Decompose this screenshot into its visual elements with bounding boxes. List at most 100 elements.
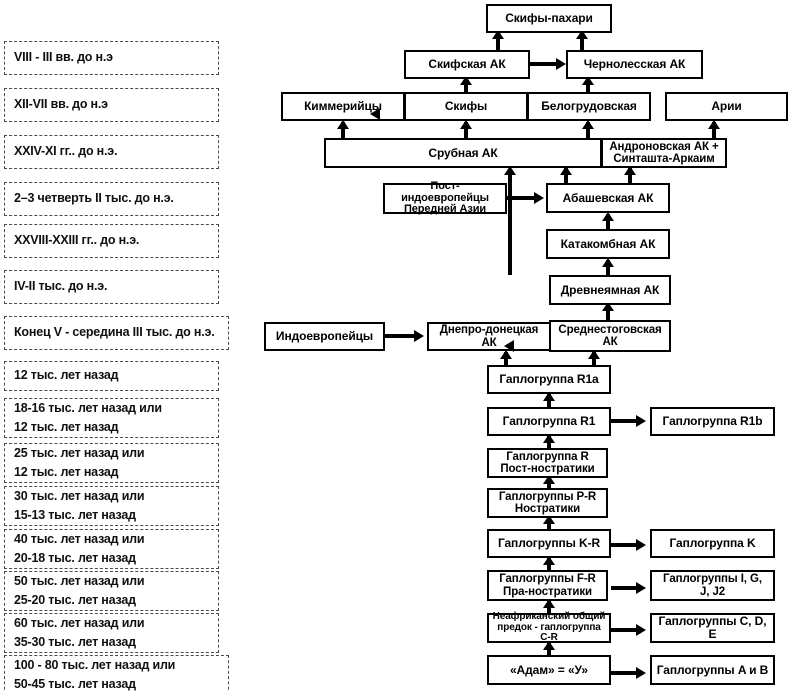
node-label: Гаплогруппа R1b [662, 414, 763, 429]
node-haplogroups-kr[interactable]: Гаплогруппы K-R [487, 529, 611, 558]
era-box-8: 12 тыс. лет назад [4, 361, 219, 391]
node-label-line2: J, J2 [699, 585, 726, 598]
node-haplogroups-a-b[interactable]: Гаплогруппы A и B [650, 655, 775, 685]
edge-indoevropeycy-to-dneprodonetskaya [385, 334, 417, 338]
node-katakombnaya-ak[interactable]: Катакомбная АК [546, 229, 670, 259]
edge-adam-to-ab [611, 671, 639, 675]
node-arii[interactable]: Арии [665, 92, 788, 121]
edge-drevneyamnaya-to-katakombnaya [606, 260, 610, 276]
era-line: 50-45 тыс. лет назад [14, 677, 136, 691]
era-line: VIII - III вв. до н.э [14, 50, 113, 65]
era-line: XXIV-XI гг.. до н.э. [14, 144, 118, 159]
era-box-1: VIII - III вв. до н.э [4, 41, 219, 75]
node-label: Абашевская АК [562, 190, 654, 205]
era-box-15: 100 - 80 тыс. лет назад или 50-45 тыс. л… [4, 655, 229, 692]
node-haplogroups-fr-pra-nostratics[interactable]: Гаплогруппы F-R Пра-ностратики [487, 570, 608, 601]
node-belogrudovskaya[interactable]: Белогрудовская [527, 92, 651, 121]
node-haplogroup-r1a[interactable]: Гаплогруппа R1a [487, 365, 611, 394]
node-label: Гаплогруппа R1a [499, 372, 599, 387]
arrowhead-up [543, 475, 555, 484]
node-label: Скифы [444, 99, 488, 114]
arrowhead-up [602, 302, 614, 311]
node-haplogroup-k[interactable]: Гаплогруппа K [650, 529, 775, 558]
node-label: Гаплогруппы K-R [497, 536, 601, 551]
edge-srednestogovskaya-to-drevneyamnaya [606, 304, 610, 322]
node-post-indoevropeycy[interactable]: Пост-индоевропейцы Передней Азии [383, 179, 507, 215]
arrowhead-up [543, 515, 555, 524]
node-skify[interactable]: Скифы [404, 92, 528, 121]
era-line: 25-20 тыс. лет назад [14, 593, 136, 607]
era-box-7: Конец V - середина III тыс. до н.э. [4, 316, 229, 350]
arrowhead-right [534, 192, 544, 204]
node-label: Гаплогруппы F-R [499, 573, 596, 586]
node-label-line2: Пра-ностратики [503, 585, 592, 598]
arrowhead-up [576, 30, 588, 39]
arrowhead-right [636, 624, 646, 636]
node-haplogroups-pr-nostratics[interactable]: Гаплогруппы P-R Ностратики [487, 488, 608, 518]
arrowhead-up [602, 258, 614, 267]
node-label: Неафриканский общий [492, 610, 606, 622]
node-label: Гаплогруппы C, D, E [658, 614, 767, 641]
arrowhead-up [492, 30, 504, 39]
node-kimmeriycy[interactable]: Киммерийцы [281, 92, 405, 121]
node-chernolesskaya-ak[interactable]: Чернолесская АК [566, 50, 703, 79]
arrowhead-right [556, 58, 566, 70]
node-abashevskaya-ak[interactable]: Абашевская АК [546, 183, 670, 213]
era-box-13: 50 тыс. лет назад или 25-20 тыс. лет наз… [4, 571, 219, 611]
edge-r1-to-r1b [611, 419, 639, 423]
edge-katakombnaya-to-abashevskaya [606, 214, 610, 230]
arrowhead-up [560, 166, 572, 175]
node-drevneyamnaya-ak[interactable]: Древнеямная АК [549, 275, 671, 305]
node-label: Гаплогруппы P-R [498, 490, 597, 503]
edge-kr-to-k [611, 543, 639, 547]
era-line: IV-II тыс. до н.э. [14, 279, 108, 294]
node-haplogroup-r1b[interactable]: Гаплогруппа R1b [650, 407, 775, 436]
arrowhead-left [504, 340, 514, 352]
node-label: Пост-индоевропейцы [401, 179, 489, 204]
arrowhead-right [636, 667, 646, 679]
node-dnepro-donetskaya-ak[interactable]: Днепро-донецкая АК [427, 322, 551, 351]
era-line: 2–3 четверть II тыс. до н.э. [14, 191, 174, 206]
arrowhead-left [370, 108, 380, 120]
arrowhead-up [708, 120, 720, 129]
era-line: 50 тыс. лет назад или [14, 573, 145, 588]
era-line: 35-30 тыс. лет назад [14, 635, 136, 649]
node-indoevropeycy[interactable]: Индоевропейцы [264, 322, 385, 351]
era-box-3: XXIV-XI гг.. до н.э. [4, 135, 219, 169]
node-haplogroups-i-g-j-j2[interactable]: Гаплогруппы I, G, J, J2 [650, 570, 775, 601]
node-label: Гаплогруппа R1 [502, 414, 596, 429]
edge-skifskaya-to-pahari [496, 32, 500, 50]
arrowhead-up [602, 212, 614, 221]
arrowhead-up [582, 120, 594, 129]
era-line: 100 - 80 тыс. лет назад или [14, 657, 176, 672]
arrowhead-up [543, 599, 555, 608]
node-skify-pahari[interactable]: Скифы-пахари [486, 4, 612, 33]
node-srubnaya-ak[interactable]: Срубная АК [324, 138, 602, 168]
era-box-2: XII-VII вв. до н.э [4, 88, 219, 122]
node-label: Скифы-пахари [505, 11, 593, 26]
arrowhead-up [582, 76, 594, 85]
node-haplogroup-r1[interactable]: Гаплогруппа R1 [487, 407, 611, 436]
node-haplogroups-c-d-e[interactable]: Гаплогруппы C, D, E [650, 613, 775, 643]
node-label: Древнеямная АК [560, 282, 660, 297]
node-label: Индоевропейцы [275, 329, 374, 344]
edge-abashevskaya-to-andronovskaya [628, 168, 632, 184]
edge-drevneyamnaya-to-srubnaya [508, 170, 512, 275]
edge-belogrudovskaya-to-chernolesskaya [586, 78, 590, 94]
edge-andronovskaya-to-arii [712, 122, 716, 138]
era-line: 15-13 тыс. лет назад [14, 508, 136, 522]
arrowhead-up [588, 350, 600, 359]
node-label: «Адам» = «У» [509, 662, 588, 677]
arrowhead-up [543, 641, 555, 650]
node-haplogroup-r-post-nostratics[interactable]: Гаплогруппа R Пост-ностратики [487, 448, 608, 478]
edge-fr-to-igjj2 [611, 586, 639, 590]
node-srednestogovskaya-ak[interactable]: Среднестоговская АК [549, 320, 671, 352]
node-label: Среднестоговская [558, 323, 662, 336]
node-adam-y[interactable]: «Адам» = «У» [487, 655, 611, 685]
edge-cr-to-cde [611, 628, 639, 632]
node-non-african-ancestor-cr[interactable]: Неафриканский общий предок - гаплогруппа… [487, 610, 611, 643]
arrowhead-right [636, 539, 646, 551]
node-skifskaya-ak[interactable]: Скифская АК [404, 50, 530, 79]
era-box-9: 18-16 тыс. лет назад или 12 тыс. лет наз… [4, 398, 219, 438]
node-andronovskaya-ak[interactable]: Андроновская АК + Синташта-Аркаим [601, 138, 727, 168]
